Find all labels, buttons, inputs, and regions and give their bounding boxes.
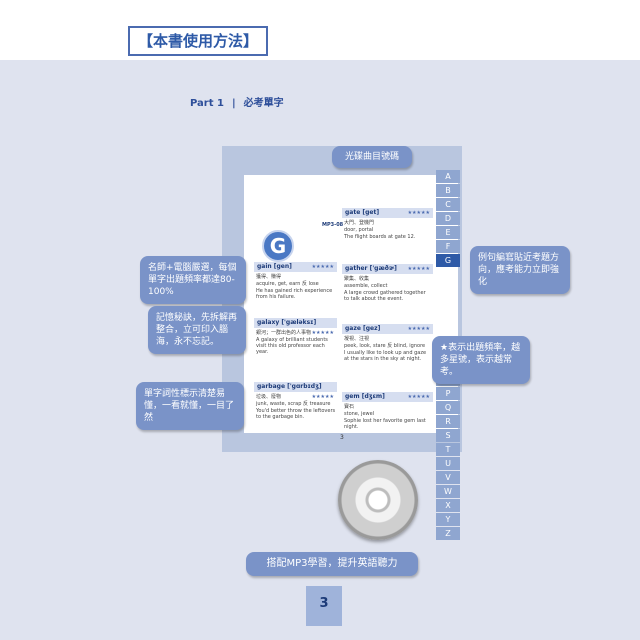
galaxy-definition: 銀河；一群出色的人事物: [256, 330, 312, 336]
entry-word: gate [get]: [345, 209, 380, 216]
entry-word: garbage ['gɑrbɪdʒ]: [257, 383, 322, 390]
gather-synonyms: assemble, collect: [344, 283, 388, 289]
gate-definition: 大門、登機門: [344, 220, 375, 226]
entry-garbage: garbage ['gɑrbɪdʒ] ★★★★★: [254, 382, 337, 400]
tab-a: A: [436, 170, 460, 183]
tab-r: R: [436, 415, 460, 428]
part-label: Part 1: [190, 98, 224, 109]
tab-z: Z: [436, 527, 460, 540]
tab-t: T: [436, 443, 460, 456]
top-band: [0, 0, 640, 66]
preview-page-number: 3: [340, 434, 344, 441]
entry-gate: gate [get] ★★★★★: [342, 208, 433, 218]
entry-word: gaze [gez]: [345, 325, 381, 332]
garbage-synonyms: junk, waste, scrap 反 treasure: [256, 401, 331, 407]
tab-c: C: [436, 198, 460, 211]
part-heading: Part 1 | 必考單字: [186, 94, 288, 109]
tab-b: B: [436, 184, 460, 197]
entry-gather: gather ['gæðɚ] ★★★★★: [342, 264, 433, 274]
callout-example-sentences: 例句編寫貼近考題方向，應考能力立即強化: [470, 246, 570, 294]
part-name: 必考單字: [243, 98, 284, 109]
entry-word: gem [dʒɛm]: [345, 393, 385, 400]
tab-f: F: [436, 240, 460, 253]
callout-part-of-speech: 單字詞性標示清楚易懂，一看就懂，一目了然: [136, 382, 244, 430]
entry-gem: gem [dʒɛm] ★★★★★: [342, 392, 433, 402]
tab-y: Y: [436, 513, 460, 526]
frequency-stars: ★★★★★: [311, 264, 334, 270]
garbage-definition: 垃圾、廢物: [256, 394, 282, 400]
gaze-definition: 凝視、注視: [344, 336, 370, 342]
entry-gain: gain [gen] ★★★★★: [254, 262, 337, 272]
gather-definition: 聚集、收集: [344, 276, 370, 282]
page-title: 【本書使用方法】: [128, 26, 269, 56]
mp3-track-label: MP3-08: [322, 222, 344, 228]
letter-badge: G: [262, 230, 294, 262]
tab-u: U: [436, 457, 460, 470]
gain-synonyms: acquire, get, earn 反 lose: [256, 281, 319, 287]
gaze-synonyms: peek, look, stare 反 blind, ignore: [344, 343, 426, 349]
frequency-stars: ★★★★★: [311, 394, 334, 400]
frequency-stars: ★★★★★: [407, 326, 430, 332]
gate-example: The flight boards at gate 12.: [344, 234, 416, 240]
gain-example: He has gained rich experience from his f…: [256, 288, 333, 300]
entry-word: gather ['gæðɚ]: [345, 265, 397, 272]
gem-example: Sophie lost her favorite gem last night.: [344, 418, 426, 430]
galaxy-example: A galaxy of brilliant students visit thi…: [256, 337, 328, 355]
entry-gaze: gaze [gez] ★★★★★: [342, 324, 433, 334]
tab-g: G: [436, 254, 460, 267]
tab-s: S: [436, 429, 460, 442]
tab-q: Q: [436, 401, 460, 414]
gem-synonyms: stone, jewel: [344, 411, 375, 417]
callout-track-number: 光碟曲目號碼: [332, 146, 412, 168]
gem-definition: 寶石: [344, 404, 355, 410]
frequency-stars: ★★★★★: [407, 266, 430, 272]
gate-synonyms: door, portal: [344, 227, 374, 233]
tab-d: D: [436, 212, 460, 225]
gather-example: A large crowd gathered together to talk …: [344, 290, 426, 302]
page-number: 3: [306, 586, 342, 626]
tab-x: X: [436, 499, 460, 512]
cd-disc-icon: [338, 460, 418, 540]
frequency-stars: ★★★★★: [407, 210, 430, 216]
tab-p: P: [436, 387, 460, 400]
tab-v: V: [436, 471, 460, 484]
frequency-stars: ★★★★★: [407, 394, 430, 400]
frequency-stars: ★★★★★: [311, 330, 334, 336]
entry-galaxy: galaxy ['gæləksɪ] ★★★★★: [254, 318, 337, 336]
entry-word: gain [gen]: [257, 263, 292, 270]
callout-teacher-selection: 名師+電腦嚴選，每個單字出題頻率都達80-100%: [140, 256, 246, 304]
garbage-example: You'd better throw the leftovers to the …: [256, 408, 336, 420]
part-separator: |: [231, 98, 236, 109]
callout-mp3-learning: 搭配MP3學習，提升英語聽力: [246, 552, 418, 576]
tab-w: W: [436, 485, 460, 498]
callout-frequency-stars: ★表示出題頻率，越多星號，表示越常考。: [432, 336, 530, 384]
gaze-example: I usually like to look up and gaze at th…: [344, 350, 427, 362]
gain-definition: 獲得、賺得: [256, 274, 282, 280]
callout-memory-tips: 記憶秘訣，先拆解再整合，立可印入腦海，永不忘記。: [148, 306, 246, 354]
entry-word: galaxy ['gæləksɪ]: [257, 319, 317, 326]
tab-e: E: [436, 226, 460, 239]
